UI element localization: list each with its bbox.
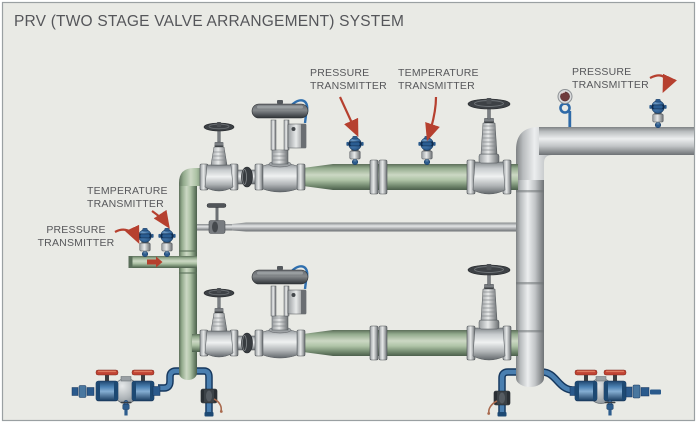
- arrow-to-inlet-temperature-transmitter: [151, 209, 170, 229]
- drain-drop-valve-right: [487, 390, 511, 415]
- arrow-to-stage1-temperature-transmitter: [425, 96, 440, 142]
- drip-leg-cap: [179, 366, 197, 380]
- drain-drop-valve-left: [200, 388, 223, 413]
- outlet-header-pipe: [539, 127, 694, 155]
- ball-valve-red-handle-icon: [131, 369, 155, 402]
- arrow-to-outlet-pressure-transmitter: [649, 73, 677, 93]
- stage2-pipeline: [199, 263, 518, 361]
- label-inlet-temperature-transmitter: TEMPERATURE TRANSMITTER: [87, 185, 168, 210]
- arrow-to-inlet-pressure-transmitter: [114, 224, 140, 245]
- flow-direction-arrow: [147, 256, 163, 268]
- label-outlet-pressure-transmitter: PRESSURE TRANSMITTER: [572, 66, 649, 91]
- ball-valve-red-handle-icon: [603, 369, 627, 402]
- flange-joint-icon: [378, 325, 388, 361]
- flange-joint-icon: [369, 325, 379, 361]
- bypass-pipe: [195, 203, 520, 234]
- steam-trap-assembly-right: [569, 369, 661, 416]
- stage1-pipeline: [199, 97, 518, 195]
- inlet-riser-pipe: [179, 168, 207, 380]
- pressure-gauge-icon: [557, 89, 573, 127]
- steam-trap-assembly-left: [71, 369, 161, 416]
- bypass-needle-valve: [206, 203, 227, 234]
- annotation-arrows: [114, 73, 677, 245]
- reducer-icon: [303, 330, 333, 356]
- riser-end-cap: [516, 369, 544, 387]
- label-stage1-pressure-transmitter: PRESSURE TRANSMITTER: [310, 67, 387, 92]
- flange-joint-icon: [378, 159, 388, 195]
- condensate-pipe-left: [158, 367, 214, 417]
- diagram-title: PRV (TWO STAGE VALVE ARRANGEMENT) SYSTEM: [14, 13, 405, 30]
- flange-joint-icon: [369, 159, 379, 195]
- condensate-pipe-right: [497, 368, 573, 417]
- ball-valve-red-handle-icon: [95, 369, 119, 402]
- label-stage1-temperature-transmitter: TEMPERATURE TRANSMITTER: [398, 67, 479, 92]
- arrow-to-stage1-pressure-transmitter: [339, 96, 359, 138]
- reducer-icon: [303, 164, 333, 190]
- transmitter-manifold-pipe: [128, 256, 197, 268]
- label-inlet-pressure-transmitter: PRESSURE TRANSMITTER: [37, 224, 115, 249]
- ball-valve-red-handle-icon: [574, 369, 598, 402]
